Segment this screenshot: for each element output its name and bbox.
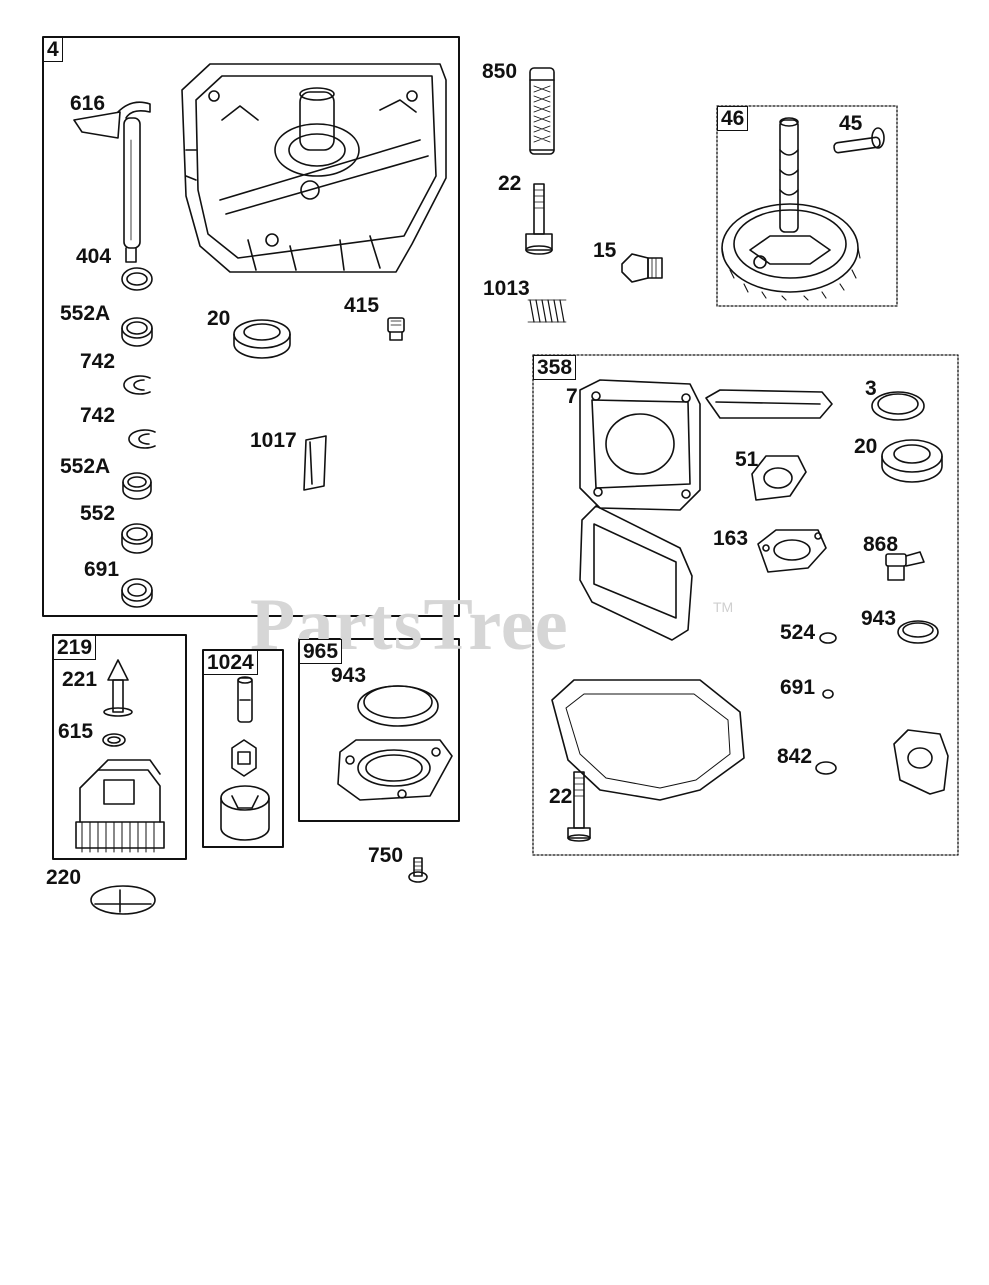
part-label-742[interactable]: 742 — [80, 404, 116, 427]
ring-404-part — [121, 267, 153, 291]
group-box-965 — [298, 638, 460, 822]
group-tag-219[interactable]: 219 — [53, 635, 97, 660]
o-ring-943-part — [357, 685, 439, 727]
group-tag-358[interactable]: 358 — [533, 355, 577, 380]
watermark-text: PartsTree — [250, 584, 569, 666]
governor-shaft-616-part — [73, 101, 151, 263]
tab-1017-part — [303, 435, 327, 491]
pin-221-part — [103, 659, 133, 717]
part-label-220[interactable]: 220 — [46, 866, 82, 889]
plug-15-part — [621, 253, 663, 283]
part-label-20[interactable]: 20 — [854, 435, 878, 458]
part-label-842[interactable]: 842 — [777, 745, 813, 768]
sump-gasket-part — [551, 679, 745, 801]
part-label-163[interactable]: 163 — [713, 527, 749, 550]
part-label-1017[interactable]: 1017 — [250, 429, 297, 452]
filter-850-part — [529, 67, 555, 155]
part-label-943[interactable]: 943 — [331, 664, 367, 687]
bushing-552-part — [121, 523, 153, 554]
part-label-1013[interactable]: 1013 — [483, 277, 530, 300]
part-label-616[interactable]: 616 — [70, 92, 106, 115]
plug-415-part — [387, 317, 405, 341]
part-label-742[interactable]: 742 — [80, 350, 116, 373]
bushing-552a-part — [122, 472, 152, 500]
part-label-524[interactable]: 524 — [780, 621, 816, 644]
clip-742-part — [128, 429, 156, 449]
breather-cover-part — [893, 729, 949, 795]
seal-20-part — [881, 439, 943, 483]
part-label-552a[interactable]: 552A — [60, 455, 111, 478]
group-tag-1024[interactable]: 1024 — [203, 650, 258, 675]
part-label-51[interactable]: 51 — [735, 448, 759, 471]
part-label-552[interactable]: 552 — [80, 502, 116, 525]
group-box-219 — [52, 634, 187, 860]
part-label-615[interactable]: 615 — [58, 720, 94, 743]
part-label-850[interactable]: 850 — [482, 60, 518, 83]
part-label-691[interactable]: 691 — [780, 676, 816, 699]
group-box-358 — [532, 354, 959, 856]
part-label-691[interactable]: 691 — [84, 558, 120, 581]
part-label-221[interactable]: 221 — [62, 668, 98, 691]
part-label-868[interactable]: 868 — [863, 533, 899, 556]
part-label-404[interactable]: 404 — [76, 245, 112, 268]
gasket-strip-part — [705, 389, 833, 419]
breather-868-part — [885, 551, 925, 581]
washer-615-part — [102, 733, 126, 747]
part-label-3[interactable]: 3 — [865, 377, 877, 400]
bolt-22-lower-part — [567, 771, 591, 842]
part-label-552a[interactable]: 552A — [60, 302, 111, 325]
group-box-4 — [42, 36, 460, 617]
part-label-943[interactable]: 943 — [861, 607, 897, 630]
group-box-46 — [716, 105, 898, 307]
bushing-552a-part — [121, 317, 153, 347]
seal-691-small-part — [822, 689, 834, 699]
screw-750-part — [408, 857, 428, 883]
washer-524-part — [819, 632, 837, 644]
part-label-415[interactable]: 415 — [344, 294, 380, 317]
inner-rotor-part — [231, 739, 257, 777]
part-label-15[interactable]: 15 — [593, 239, 617, 262]
part-label-20[interactable]: 20 — [207, 307, 231, 330]
ring-3-part — [871, 391, 925, 421]
part-label-22[interactable]: 22 — [549, 785, 573, 808]
bolt-22-part — [525, 183, 553, 255]
group-tag-4[interactable]: 4 — [43, 37, 63, 62]
seal-691-part — [121, 578, 153, 608]
cylinder-head-gasket-7-part — [579, 379, 701, 511]
group-box-1024 — [202, 649, 284, 848]
gasket-163-part — [757, 529, 827, 573]
washer-842-part — [815, 761, 837, 775]
group-tag-46[interactable]: 46 — [717, 106, 749, 131]
valve-cover-gasket-part — [579, 505, 693, 641]
clip-742-part — [123, 375, 151, 395]
governor-gear-part — [75, 759, 165, 853]
oil-seal-20-part — [233, 319, 291, 359]
o-ring-943-part — [897, 620, 939, 644]
crankcase-part — [181, 63, 447, 273]
part-label-45[interactable]: 45 — [839, 112, 863, 135]
spring-1013-part — [527, 299, 567, 323]
camshaft-gear-46-part — [721, 117, 861, 301]
pin-45-part — [833, 127, 885, 154]
cover-plate-part — [337, 739, 453, 801]
part-label-7[interactable]: 7 — [566, 385, 578, 408]
watermark-trademark: TM — [713, 599, 734, 615]
part-label-750[interactable]: 750 — [368, 844, 404, 867]
rotor-shaft-part — [237, 676, 253, 723]
outer-rotor-part — [220, 785, 270, 841]
group-tag-965[interactable]: 965 — [299, 639, 343, 664]
part-label-22[interactable]: 22 — [498, 172, 522, 195]
gasket-51-part — [751, 455, 807, 501]
flyweight-220-part — [90, 885, 156, 915]
